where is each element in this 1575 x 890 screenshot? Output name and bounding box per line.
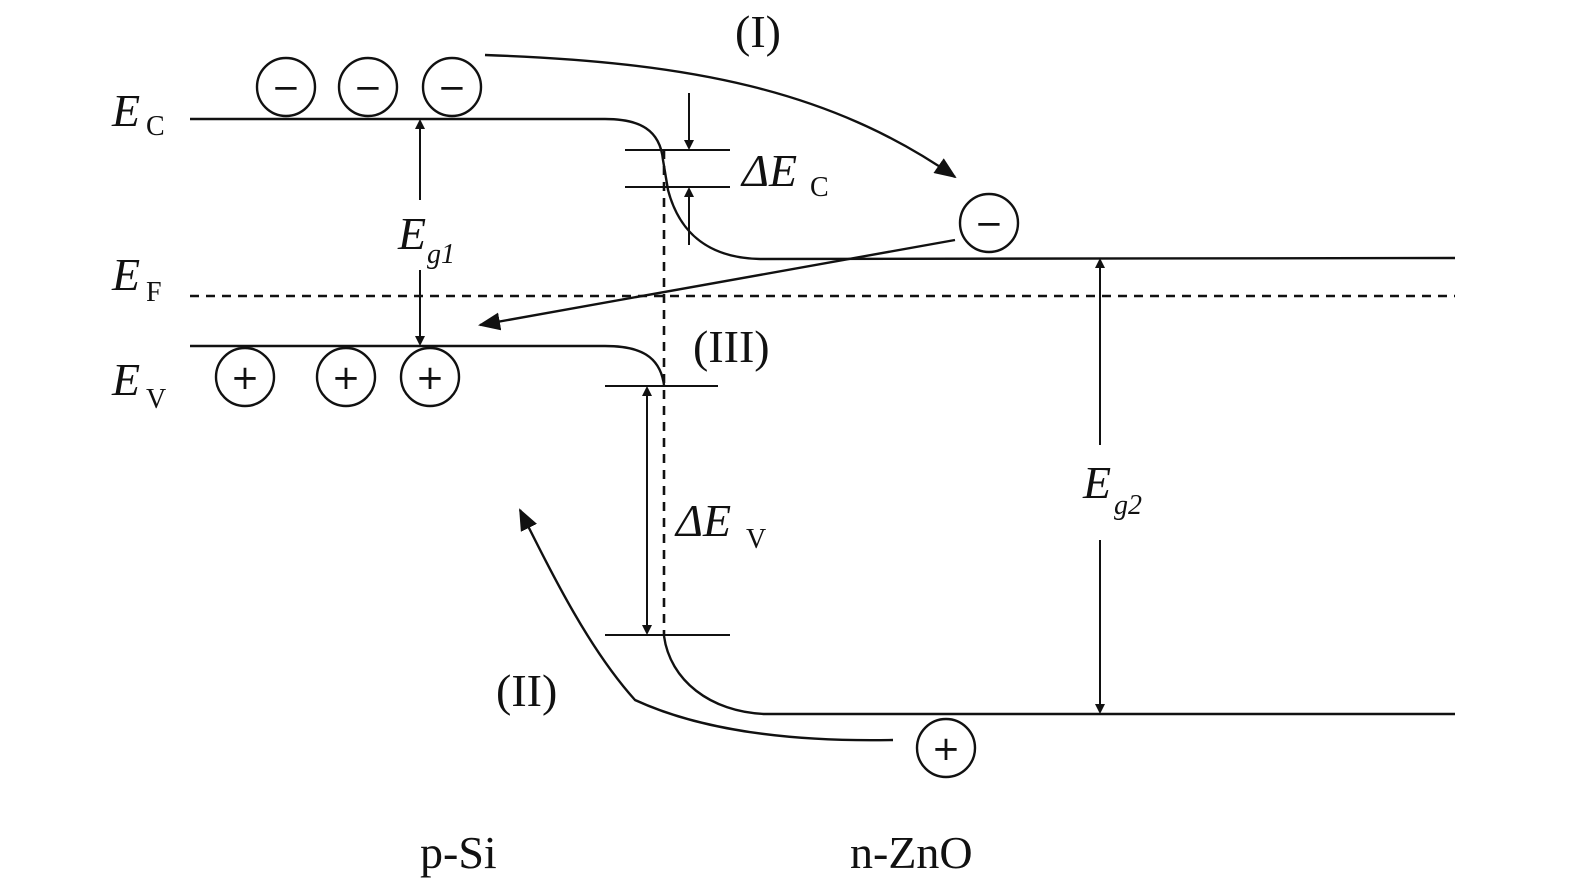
svg-text:+: +: [932, 729, 961, 769]
svg-text:E: E: [111, 85, 140, 136]
process-ii-arrow: [518, 508, 894, 742]
svg-text:ΔE: ΔE: [674, 495, 731, 546]
psi-conduction-band: [190, 117, 761, 261]
svg-text:−: −: [438, 68, 467, 108]
svg-text:−: −: [354, 68, 383, 108]
psi-valence-band: [190, 344, 666, 386]
svg-text:F: F: [146, 277, 162, 308]
ef-label: E F: [111, 249, 162, 308]
eg2-label: E g2: [1080, 455, 1155, 525]
electron-carrier: −: [421, 56, 483, 118]
electron-carrier: −: [958, 192, 1020, 254]
electron-carrier: −: [255, 56, 317, 118]
process-i-label: (I): [735, 6, 781, 57]
svg-text:E: E: [397, 208, 426, 259]
hole-carrier: +: [915, 717, 977, 779]
zno-conduction-band: [759, 256, 1456, 261]
ec-label: E C: [111, 85, 165, 142]
svg-text:+: +: [332, 358, 361, 398]
svg-text:E: E: [1082, 457, 1111, 508]
svg-text:V: V: [146, 384, 166, 415]
svg-text:C: C: [146, 111, 165, 142]
p-si-label: p-Si: [420, 827, 497, 878]
electron-carrier: −: [337, 56, 399, 118]
process-iii-arrow: [478, 238, 956, 331]
ev-label: E V: [111, 354, 166, 415]
svg-text:g1: g1: [427, 239, 455, 270]
hole-carrier: +: [214, 346, 276, 408]
svg-text:−: −: [975, 204, 1004, 244]
zno-valence-band: [662, 635, 1455, 716]
hole-carrier: +: [315, 346, 377, 408]
svg-text:V: V: [746, 524, 766, 555]
svg-text:−: −: [272, 68, 301, 108]
process-i-arrow: [484, 53, 957, 179]
svg-text:E: E: [111, 354, 140, 405]
svg-text:+: +: [231, 358, 260, 398]
svg-text:ΔE: ΔE: [740, 145, 797, 196]
hole-carrier: +: [399, 346, 461, 408]
eg1-label: E g1: [396, 208, 468, 270]
svg-text:E: E: [111, 249, 140, 300]
svg-text:C: C: [810, 172, 829, 203]
svg-text:+: +: [416, 358, 445, 398]
process-ii-label: (II): [496, 665, 557, 716]
delta-ec-label: ΔE C: [740, 145, 829, 203]
process-iii-label: (III): [693, 321, 770, 372]
n-zno-label: n-ZnO: [850, 827, 973, 878]
svg-text:g2: g2: [1114, 490, 1142, 521]
delta-ev-label: ΔE V: [674, 495, 766, 555]
